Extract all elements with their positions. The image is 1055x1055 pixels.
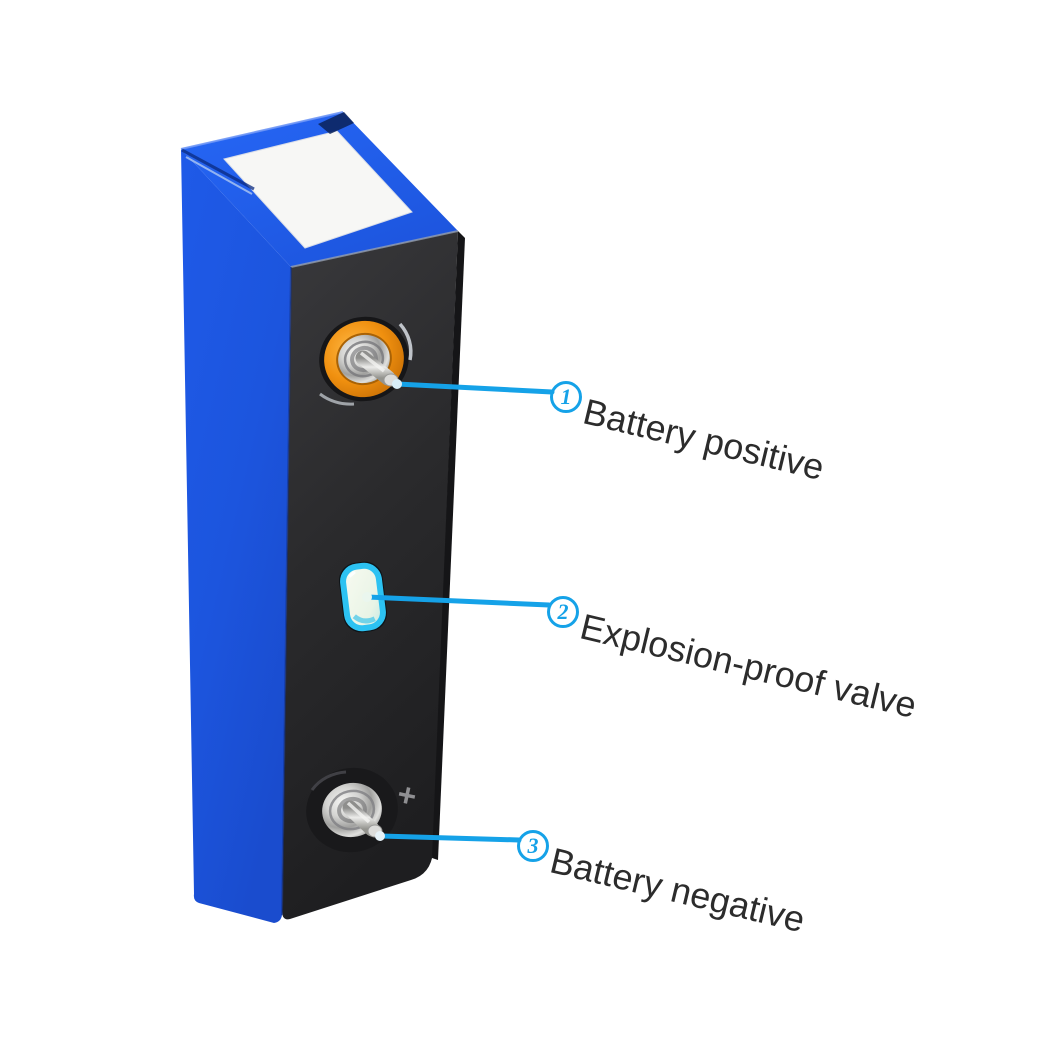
leader-line-positive	[394, 381, 555, 395]
battery-left-face	[181, 149, 291, 923]
positive-terminal	[319, 316, 413, 406]
terminal-rim-highlight	[310, 770, 347, 791]
terminal-reflection	[319, 392, 355, 406]
callout-battery-negative: 3 Battery negative	[517, 825, 811, 940]
callout-number-3: 3	[517, 830, 549, 862]
leader-dot	[392, 379, 402, 389]
leader-line-negative	[377, 833, 522, 843]
leader-dot	[375, 831, 385, 841]
negative-terminal-stud	[342, 800, 380, 837]
terminal-reflection	[398, 322, 413, 361]
callout-number-1: 1	[550, 381, 582, 413]
negative-terminal: +	[306, 767, 420, 853]
callout-number-2: 2	[547, 596, 579, 628]
leader-line-valve	[364, 594, 552, 608]
callout-battery-positive: 1 Battery positive	[550, 376, 830, 488]
leader-dot	[362, 592, 372, 602]
positive-terminal-stud	[355, 350, 396, 386]
battery-top-label	[223, 130, 413, 249]
callout-explosion-proof-valve: 2 Explosion-proof valve	[547, 591, 925, 726]
leader-lines	[362, 379, 555, 843]
battery-edge-details	[180, 111, 459, 916]
